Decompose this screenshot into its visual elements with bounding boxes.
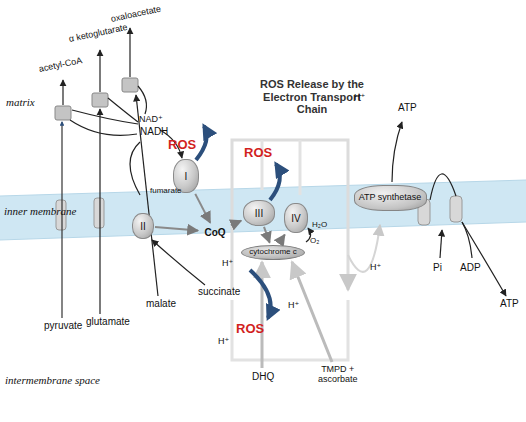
metabolite-label: H⁺ (288, 300, 299, 310)
electron-flow-arrow (231, 221, 241, 225)
metabolite-label: ATP (500, 298, 519, 310)
metabolite-label: succinate (198, 286, 240, 298)
ros-label: ROS (236, 322, 264, 337)
metabolite-label: malate (146, 298, 176, 310)
metabolite-label: H₂O (312, 220, 327, 229)
node-label: III (255, 208, 263, 219)
node-label: cytochrome c (249, 248, 297, 257)
metabolite-label: H⁺ (218, 336, 229, 346)
atp-synthase: ATP synthetase (354, 185, 427, 211)
complex-blob: II (132, 213, 154, 239)
coenzyme-q: CoQ (200, 225, 230, 240)
region-label: intermembrane space (5, 374, 100, 387)
metabolite-label: H⁺ (354, 92, 365, 102)
ros-label: ROS (244, 146, 272, 161)
complex-blob: IV (284, 203, 308, 233)
metabolite-label: oxaloacetate (110, 4, 162, 25)
metabolite-label: TMPD + ascorbate (318, 364, 358, 385)
metabolite-label: H⁺ (370, 262, 381, 272)
electron-flow-arrow (155, 227, 198, 231)
metabolite-label: acetyl-CoA (38, 55, 83, 74)
node-label: I (185, 171, 188, 182)
region-label: inner membrane (4, 205, 76, 218)
complex-blob: III (243, 200, 275, 226)
metabolite-label: H⁺ (222, 258, 233, 268)
electron-flow-arrow (279, 235, 285, 244)
metabolite-label: α ketoglutarate (68, 22, 129, 45)
node-label: ATP synthetase (359, 193, 422, 203)
metabolite-label: ATP (398, 102, 417, 114)
ros-label: ROS (168, 138, 196, 153)
metabolite-label: NAD⁺ (139, 114, 163, 124)
cytochrome-ellipse: cytochrome c (241, 245, 305, 260)
metabolite-label: Pi (433, 262, 442, 274)
ros-release-arrows (196, 126, 280, 318)
metabolite-label: fumarate (150, 186, 182, 195)
region-label: matrix (6, 96, 35, 109)
metabolite-label: NADH (140, 126, 168, 138)
metabolite-label: glutamate (86, 316, 130, 328)
transporter-cubes (55, 78, 462, 230)
metabolite-label: ADP (460, 262, 481, 274)
metabolite-label: pyruvate (44, 320, 82, 332)
node-label: CoQ (204, 227, 225, 238)
node-label: II (140, 221, 146, 232)
electron-flow-arrow (264, 227, 270, 243)
node-label: IV (291, 213, 300, 224)
metabolite-label: O₂ (310, 236, 319, 245)
electron-flow-arrow (195, 194, 210, 223)
metabolite-label: DHQ (252, 371, 274, 383)
